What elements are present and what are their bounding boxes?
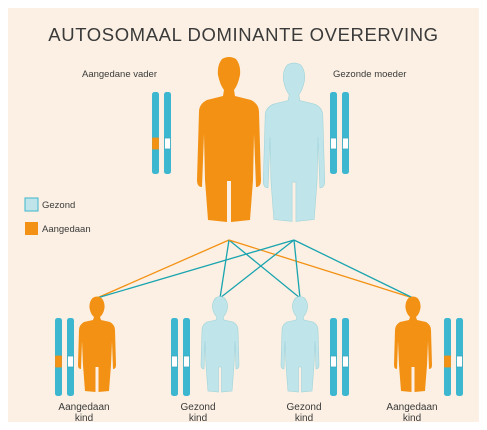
- legend-affected-label: Aangedaan: [42, 224, 91, 235]
- child-4-label-line1: Aangedaan: [386, 402, 438, 413]
- child4-chromosomes: [444, 318, 463, 396]
- child-1-label-line1: Aangedaan: [58, 402, 110, 413]
- chromosome-pairs: [55, 92, 463, 396]
- child-3-label-line1: Gezond: [286, 402, 322, 413]
- child-1-figure: [78, 296, 116, 392]
- father-line-2: [219, 239, 230, 299]
- father-figure: [197, 57, 261, 222]
- father-chromosomes-gene-band-2: [164, 137, 171, 150]
- diagram-canvas: AUTOSOMAAL DOMINANTE OVERERVING Aangedan…: [8, 8, 479, 422]
- mother-figure: [262, 62, 326, 222]
- legend-healthy-swatch: [24, 197, 39, 212]
- legend-healthy-label: Gezond: [42, 200, 76, 211]
- father-chromosomes-gene-band-1: [152, 137, 159, 150]
- child-2-figure: [200, 296, 240, 393]
- child4-chromosomes-gene-band-1: [444, 355, 451, 368]
- father-label: Aangedane vader: [82, 69, 158, 80]
- mother-line-1: [96, 239, 295, 299]
- mother-chromosomes-gene-band-1: [330, 137, 337, 150]
- inheritance-diagram: [24, 57, 463, 396]
- legend-swatches: [24, 197, 39, 235]
- child1-chromosomes: [55, 318, 74, 396]
- child-4-label-line2: kind: [402, 413, 422, 422]
- child3-chromosomes-gene-band-2: [342, 355, 349, 368]
- child2-chromosomes-gene-band-1: [171, 355, 178, 368]
- child-2-label-line1: Gezond: [180, 402, 216, 413]
- father-line-3: [228, 239, 301, 299]
- father-line-1: [96, 239, 230, 299]
- child2-chromosomes: [171, 318, 190, 396]
- child1-chromosomes-gene-band-2: [67, 355, 74, 368]
- legend-affected-swatch: [25, 222, 38, 235]
- mother-line-4: [293, 239, 414, 299]
- mother-chromosomes-gene-band-2: [342, 137, 349, 150]
- mother-chromosomes-chromosome-2: [342, 92, 349, 174]
- child-1-label-line2: kind: [74, 413, 94, 422]
- child-3-label-line2: kind: [294, 413, 314, 422]
- child-4-figure: [394, 296, 432, 392]
- child1-chromosomes-gene-band-1: [55, 355, 62, 368]
- diagram-title: AUTOSOMAAL DOMINANTE OVERERVING: [48, 24, 439, 45]
- mother-line-3: [293, 239, 301, 299]
- father-chromosomes: [152, 92, 171, 174]
- mother-line-2: [219, 239, 295, 299]
- child-3-figure: [280, 296, 320, 393]
- child2-chromosomes-gene-band-2: [183, 355, 190, 368]
- mother-label: Gezonde moeder: [333, 69, 407, 80]
- child3-chromosomes: [330, 318, 349, 396]
- child4-chromosomes-gene-band-2: [456, 355, 463, 368]
- child3-chromosomes-gene-band-1: [330, 355, 337, 368]
- father-chromosomes-chromosome-1: [152, 92, 159, 174]
- mother-chromosomes: [330, 92, 349, 174]
- mother-chromosomes-chromosome-1: [330, 92, 337, 174]
- father-chromosomes-chromosome-2: [164, 92, 171, 174]
- child-2-label-line2: kind: [188, 413, 208, 422]
- figures: [78, 57, 432, 393]
- inheritance-lines: [96, 239, 414, 299]
